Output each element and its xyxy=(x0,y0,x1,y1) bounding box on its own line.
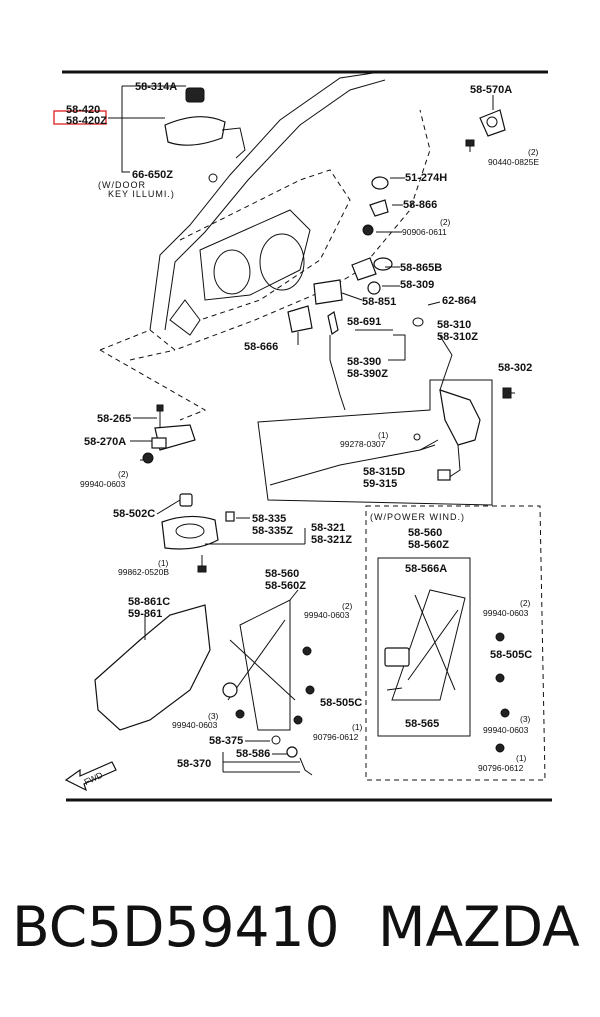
label-51-274H: 51-274H xyxy=(405,172,447,184)
label-58-370: 58-370 xyxy=(177,758,211,770)
label-58-691: 58-691 xyxy=(347,316,381,328)
note-power-window: (W/POWER WIND.) xyxy=(370,512,465,522)
label-62-864: 62-864 xyxy=(442,295,477,307)
label-58-865B: 58-865B xyxy=(400,262,442,274)
fwd-label: FWD xyxy=(82,770,104,787)
qty-90796-b: (1) xyxy=(516,753,527,763)
label-59-315: 59-315 xyxy=(363,478,397,490)
label-58-310Z: 58-310Z xyxy=(437,331,478,343)
manual-window-regulator xyxy=(222,599,315,776)
door-panel xyxy=(99,71,431,421)
door-lock-rods xyxy=(327,311,406,411)
label-58-265: 58-265 xyxy=(97,413,131,425)
footer: BC5D59410 MAZDA xyxy=(0,895,600,985)
door-check-parts xyxy=(142,404,196,464)
label-58-560Z-manual: 58-560Z xyxy=(265,580,306,592)
label-58-505C-power: 58-505C xyxy=(490,649,532,661)
qty-99940-e: (3) xyxy=(520,714,531,724)
label-58-420: 58-420 xyxy=(66,104,100,116)
label-90796-a: 90796-0612 xyxy=(313,732,359,742)
label-58-866: 58-866 xyxy=(403,199,437,211)
brand-name: MAZDA xyxy=(378,895,580,959)
label-99940-c: 99940-0603 xyxy=(172,720,218,730)
sealing-screen xyxy=(94,604,211,731)
label-99940-b: 99940-0603 xyxy=(304,610,350,620)
qty-99940-a: (2) xyxy=(118,469,129,479)
label-58-586: 58-586 xyxy=(236,748,270,760)
label-99940-a: 99940-0603 xyxy=(80,479,126,489)
qty-99862: (1) xyxy=(158,558,169,568)
label-58-570A: 58-570A xyxy=(470,84,512,96)
label-58-315D: 58-315D xyxy=(363,466,405,478)
label-99940-e: 99940-0603 xyxy=(483,725,529,735)
label-99862: 99862-0520B xyxy=(118,567,169,577)
label-59-861: 59-861 xyxy=(128,608,162,620)
label-66-650Z: 66-650Z xyxy=(132,169,173,181)
qty-90796-a: (1) xyxy=(352,722,363,732)
power-window-box xyxy=(365,505,546,781)
label-58-666: 58-666 xyxy=(244,341,278,353)
note-door-key-2: KEY ILLUMI.) xyxy=(108,189,175,199)
label-58-565: 58-565 xyxy=(405,718,439,730)
qty-90906: (2) xyxy=(440,217,451,227)
label-58-560Z-power: 58-560Z xyxy=(408,539,449,551)
label-58-851: 58-851 xyxy=(362,296,396,308)
qty-99940-c: (3) xyxy=(208,711,219,721)
label-58-502C: 58-502C xyxy=(113,508,155,520)
label-58-560-power: 58-560 xyxy=(408,527,442,539)
label-58-270A: 58-270A xyxy=(84,436,126,448)
power-window-regulator xyxy=(384,589,510,753)
label-58-314A: 58-314A xyxy=(135,81,177,93)
label-58-420Z: 58-420Z xyxy=(66,115,107,127)
label-90906: 90906-0611 xyxy=(402,227,447,237)
label-58-375: 58-375 xyxy=(209,735,243,747)
upper-small-parts xyxy=(287,176,424,333)
note-door-key: (W/DOOR xyxy=(98,180,146,190)
part-number: BC5D59410 xyxy=(12,895,340,959)
label-90796-b: 90796-0612 xyxy=(478,763,524,773)
label-58-335: 58-335 xyxy=(252,513,286,525)
label-58-302: 58-302 xyxy=(498,362,532,374)
label-58-566A: 58-566A xyxy=(405,563,447,575)
forward-arrow-icon xyxy=(64,761,117,792)
label-58-560-manual: 58-560 xyxy=(265,568,299,580)
label-58-390: 58-390 xyxy=(347,356,381,368)
label-58-335Z: 58-335Z xyxy=(252,525,293,537)
label-58-861C: 58-861C xyxy=(128,596,170,608)
label-58-321: 58-321 xyxy=(311,522,345,534)
label-99940-d: 99940-0603 xyxy=(483,608,529,618)
qty-99940-d: (2) xyxy=(520,598,531,608)
label-58-321Z: 58-321Z xyxy=(311,534,352,546)
label-58-390Z: 58-390Z xyxy=(347,368,388,380)
outer-door-handle xyxy=(164,87,246,183)
label-58-309: 58-309 xyxy=(400,279,434,291)
qty-99278: (1) xyxy=(378,430,389,440)
qty-99940-b: (2) xyxy=(342,601,353,611)
label-99278: 99278-0307 xyxy=(340,439,386,449)
striker-part xyxy=(465,95,506,152)
door-lock-assembly xyxy=(257,335,493,506)
qty-90440: (2) xyxy=(528,147,539,157)
label-90440: 90440-0825E xyxy=(488,157,539,167)
label-58-310: 58-310 xyxy=(437,319,471,331)
inner-door-handle xyxy=(161,493,235,573)
highlight-box xyxy=(53,110,107,125)
label-58-505C-manual: 58-505C xyxy=(320,697,362,709)
